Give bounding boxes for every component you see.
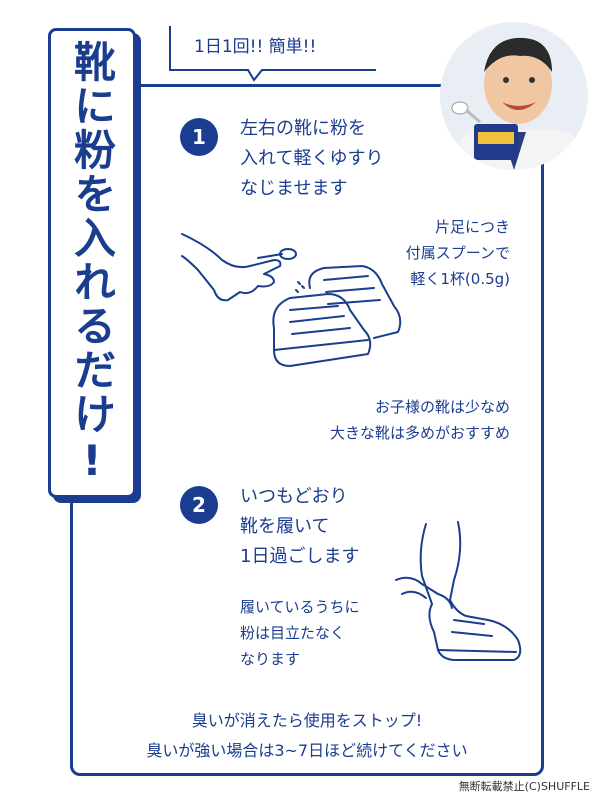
- copyright-text: 無断転載禁止(C)SHUFFLE: [458, 780, 590, 793]
- speech-bubble-text: 1日1回!! 簡単!!: [194, 37, 317, 57]
- bottom-message: 臭いが消えたら使用をストップ! 臭いが強い場合は3~7日ほど続けてください: [90, 706, 524, 766]
- speech-bubble: 1日1回!! 簡単!!: [168, 22, 378, 82]
- step-2-text: いつもどおり 靴を履いて 1日過ごします: [240, 486, 360, 567]
- page-title: 靴に粉を入れるだけ!: [67, 39, 117, 487]
- hand-spoon-shoes-illustration: [178, 210, 408, 384]
- step-2-note: 履いているうちに 粉は目立たなく なります: [240, 598, 360, 668]
- title-box: 靴に粉を入れるだけ!: [48, 28, 136, 498]
- step-1-text: 左右の靴に粉を 入れて軽くゆすり なじませます: [240, 118, 384, 199]
- bottom-message-line-2: 臭いが強い場合は3~7日ほど続けてください: [146, 741, 468, 760]
- avatar: [440, 22, 588, 170]
- step-2-badge: 2: [180, 486, 218, 524]
- step-1-amount-note: 片足につき 付属スプーンで 軽く1杯(0.5g): [405, 218, 510, 288]
- step-1-size-note: お子様の靴は少なめ 大きな靴は多めがおすすめ: [329, 398, 510, 442]
- wearing-shoe-illustration: [392, 520, 526, 674]
- bottom-message-line-1: 臭いが消えたら使用をストップ!: [191, 711, 423, 730]
- step-1-badge: 1: [180, 118, 218, 156]
